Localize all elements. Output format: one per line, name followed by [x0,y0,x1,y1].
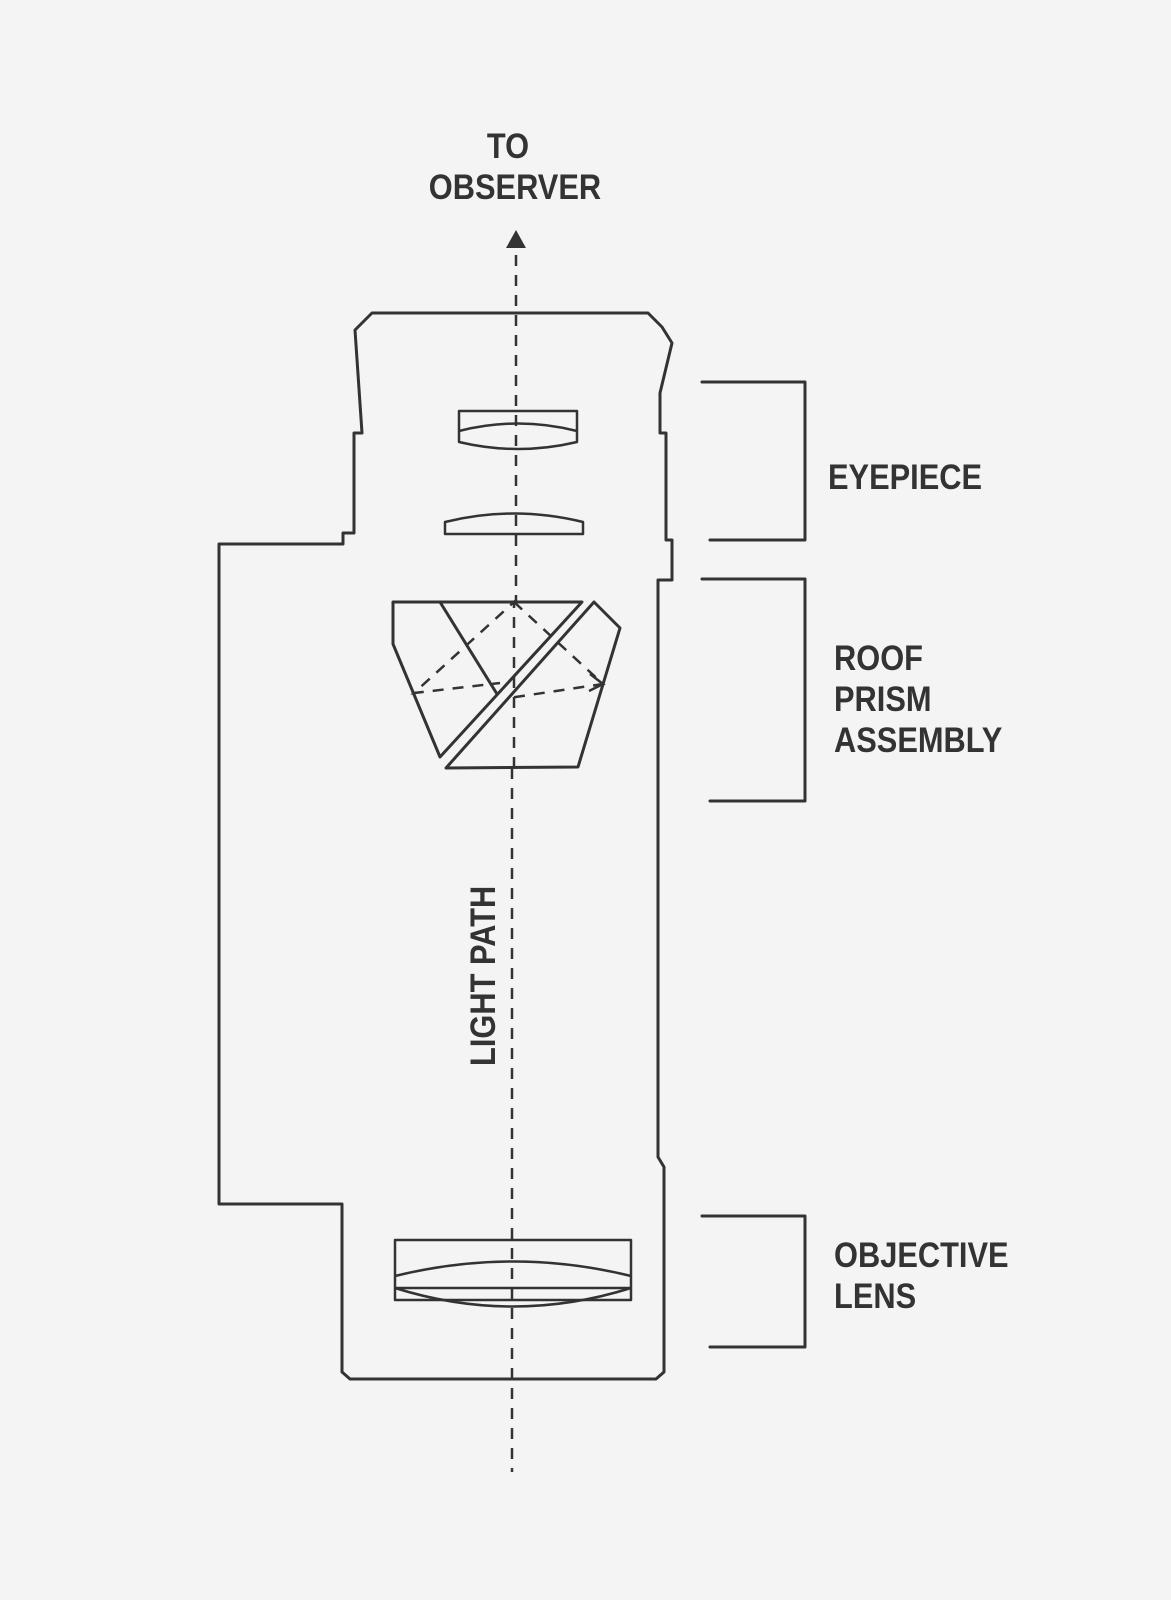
objective-bracket [700,1214,807,1349]
label-light-path: LIGHT PATH [464,885,503,1066]
label-objective-lens: OBJECTIVE LENS [834,1235,1009,1317]
label-to-observer-line-2: OBSERVER [428,168,602,207]
label-objective-line-1: OBJECTIVE [834,1236,1009,1275]
prism-left [391,600,584,759]
prism-bracket [700,577,807,803]
eyepiece-lens-upper [457,409,579,451]
label-objective-line-2: LENS [834,1277,917,1316]
label-roof-prism-assembly: ROOF PRISM ASSEMBLY [834,638,1002,761]
eyepiece-bracket [700,380,807,542]
roof-prism-assembly [391,599,622,770]
label-to-observer: TO OBSERVER [428,126,602,208]
binocular-body-outline [217,311,674,1381]
objective-lens [393,1238,633,1308]
label-roof-prism-line-3: ASSEMBLY [834,721,1003,760]
label-eyepiece: EYEPIECE [828,457,982,498]
label-eyepiece-line-1: EYEPIECE [828,458,983,497]
prism-internal-light-path [410,599,516,768]
prism-right [444,600,622,770]
label-to-observer-line-1: TO [486,127,530,166]
eyepiece-lens-lower [443,512,585,536]
prism-path-arrowhead [588,673,605,693]
label-roof-prism-line-1: ROOF [834,639,923,678]
prism-roof-edge [438,600,499,696]
arrow-to-observer-icon [506,230,526,248]
label-roof-prism-line-2: PRISM [834,680,932,719]
